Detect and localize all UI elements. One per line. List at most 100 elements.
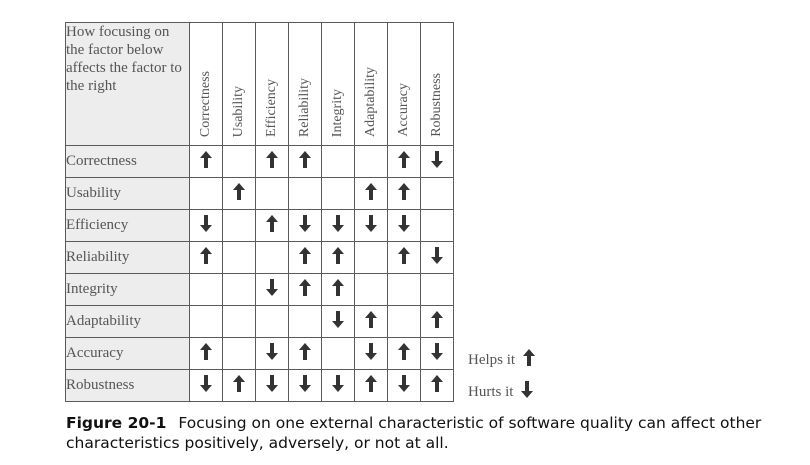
up-arrow-icon	[365, 374, 377, 397]
legend-helps: Helps it	[468, 349, 536, 371]
down-arrow-icon	[332, 374, 344, 397]
table-cell	[387, 337, 421, 370]
up-arrow-icon	[398, 182, 410, 205]
down-arrow-icon	[299, 374, 311, 397]
down-arrow-icon	[332, 214, 344, 237]
table-cell	[222, 145, 256, 178]
column-header-label: Accuracy	[396, 83, 411, 137]
up-arrow-icon	[299, 150, 311, 173]
table-cell	[387, 273, 421, 306]
table-row: Robustness	[65, 369, 454, 402]
table-cell	[288, 241, 322, 274]
down-arrow-icon	[200, 374, 212, 397]
column-header-correctness: Correctness	[189, 22, 223, 146]
table-cell	[354, 273, 388, 306]
table-cell	[189, 177, 223, 210]
column-header-robustness: Robustness	[420, 22, 454, 146]
table-cell	[387, 369, 421, 402]
table-cell	[387, 241, 421, 274]
down-arrow-icon	[266, 342, 278, 365]
table-cell	[321, 337, 355, 370]
down-arrow-icon	[266, 278, 278, 301]
column-header-label: Adaptability	[363, 67, 378, 137]
table-cell	[420, 337, 454, 370]
row-header-correctness: Correctness	[65, 145, 190, 178]
table-cell	[189, 209, 223, 242]
table-cell	[420, 305, 454, 338]
down-arrow-icon	[200, 214, 212, 237]
table-cell	[222, 241, 256, 274]
up-arrow-icon	[332, 246, 344, 269]
table-cell	[321, 241, 355, 274]
column-header-label: Robustness	[429, 73, 444, 137]
corner-label: How focusing on the factor below affects…	[65, 22, 190, 146]
row-header-efficiency: Efficiency	[65, 209, 190, 242]
table-cell	[255, 209, 289, 242]
up-arrow-icon	[299, 246, 311, 269]
table-cell	[354, 209, 388, 242]
figure-label: Figure 20-1	[66, 414, 167, 432]
down-arrow-icon	[332, 310, 344, 333]
quality-factor-table: How focusing on the factor below affects…	[65, 22, 454, 402]
caption-text: Focusing on one external characteristic …	[66, 414, 762, 452]
row-header-usability: Usability	[65, 177, 190, 210]
up-arrow-icon	[365, 182, 377, 205]
table-cell	[189, 337, 223, 370]
column-header-adaptability: Adaptability	[354, 22, 388, 146]
row-header-accuracy: Accuracy	[65, 337, 190, 370]
table-cell	[354, 337, 388, 370]
row-header-adaptability: Adaptability	[65, 305, 190, 338]
table-cell	[222, 305, 256, 338]
column-header-label: Usability	[231, 85, 246, 137]
up-arrow-icon	[200, 342, 212, 365]
column-header-label: Reliability	[297, 77, 312, 137]
table-cell	[387, 177, 421, 210]
up-arrow-icon	[523, 349, 536, 371]
table-cell	[420, 145, 454, 178]
table-row: Adaptability	[65, 305, 454, 338]
row-header-integrity: Integrity	[65, 273, 190, 306]
table-cell	[288, 177, 322, 210]
table-cell	[420, 241, 454, 274]
row-header-reliability: Reliability	[65, 241, 190, 274]
table-cell	[222, 337, 256, 370]
table-cell	[189, 241, 223, 274]
down-arrow-icon	[521, 381, 534, 403]
up-arrow-icon	[365, 310, 377, 333]
table-cell	[189, 145, 223, 178]
down-arrow-icon	[398, 374, 410, 397]
table-cell	[222, 369, 256, 402]
column-header-label: Correctness	[198, 70, 213, 137]
table-row: Usability	[65, 177, 454, 210]
column-header-integrity: Integrity	[321, 22, 355, 146]
down-arrow-icon	[365, 214, 377, 237]
table-cell	[288, 305, 322, 338]
table-cell	[288, 145, 322, 178]
table-cell	[321, 369, 355, 402]
table-cell	[321, 209, 355, 242]
table-cell	[354, 369, 388, 402]
column-header-label: Efficiency	[264, 78, 279, 137]
up-arrow-icon	[266, 214, 278, 237]
up-arrow-icon	[431, 374, 443, 397]
down-arrow-icon	[398, 214, 410, 237]
table-cell	[420, 273, 454, 306]
down-arrow-icon	[266, 374, 278, 397]
table-cell	[255, 177, 289, 210]
table-cell	[255, 241, 289, 274]
table-cell	[189, 305, 223, 338]
row-header-robustness: Robustness	[65, 369, 190, 402]
table-cell	[321, 177, 355, 210]
table-cell	[222, 177, 256, 210]
up-arrow-icon	[200, 246, 212, 269]
down-arrow-icon	[431, 342, 443, 365]
column-header-usability: Usability	[222, 22, 256, 146]
column-header-efficiency: Efficiency	[255, 22, 289, 146]
table-cell	[255, 145, 289, 178]
up-arrow-icon	[233, 374, 245, 397]
table-cell	[354, 241, 388, 274]
down-arrow-icon	[365, 342, 377, 365]
table-cell	[255, 369, 289, 402]
